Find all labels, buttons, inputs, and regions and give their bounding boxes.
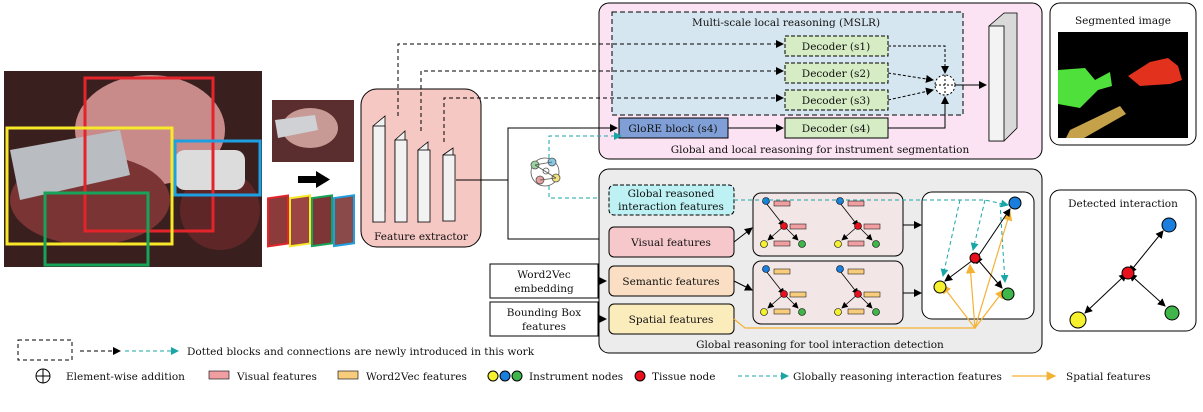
- tissue-node: [969, 252, 981, 264]
- svg-text:Semantic features: Semantic features: [622, 276, 719, 288]
- visual-features-box: Visual features: [608, 226, 735, 258]
- input-surgical-image: [4, 71, 262, 267]
- visual-graph-1: [760, 197, 807, 248]
- graph-reasoning-icon: [530, 157, 561, 187]
- svg-text:Bounding Box: Bounding Box: [507, 307, 582, 319]
- svg-text:Detected interaction: Detected interaction: [1068, 198, 1178, 210]
- legend-element-wise: Element-wise addition: [66, 371, 185, 383]
- segmentation-output-map: [988, 12, 1018, 142]
- feature-extractor-block: Feature extractor: [360, 88, 482, 248]
- svg-text:Decoder (s1): Decoder (s1): [802, 41, 870, 53]
- legend-global-arrow: Globally reasoning interaction features: [793, 371, 1002, 383]
- cropped-regions: [267, 194, 355, 248]
- instrument-node-green: [1001, 287, 1015, 301]
- global-reasoned-features: Global reasoned interaction features: [608, 184, 735, 216]
- svg-text:Visual features: Visual features: [630, 237, 711, 249]
- thumbnail-arrow: [298, 171, 330, 188]
- legend-w2v-bar: [337, 370, 359, 380]
- interaction-graph: [933, 196, 1022, 301]
- instrument-node-blue: [1008, 196, 1022, 210]
- segmented-image-panel: Segmented image: [1049, 2, 1197, 146]
- semantic-features-box: Semantic features: [608, 265, 735, 297]
- legend-tissue-node: Tissue node: [652, 371, 715, 383]
- svg-text:features: features: [522, 321, 566, 333]
- spatial-features-box: Spatial features: [608, 303, 735, 335]
- legend-instrument-nodes: Instrument nodes: [529, 371, 623, 383]
- svg-text:GloRE block (s4): GloRE block (s4): [628, 123, 717, 135]
- mslr-title: Multi-scale local reasoning (MSLR): [692, 17, 880, 29]
- word2vec-input: Word2Vec embedding: [489, 263, 599, 299]
- decoder-s1: Decoder (s1): [784, 35, 889, 57]
- glore-block: GloRE block (s4): [618, 117, 729, 139]
- detection-section-title: Global reasoning for tool interaction de…: [696, 339, 944, 351]
- segmentation-section-title: Global and local reasoning for instrumen…: [671, 144, 970, 156]
- legend-spatial-arrow: Spatial features: [1066, 371, 1151, 383]
- instrument-node-yellow: [933, 280, 947, 294]
- legend-word2vec: Word2Vec features: [366, 371, 467, 383]
- semantic-graph-2: [834, 265, 881, 316]
- legend-visual-bar: [208, 370, 230, 380]
- mini-graphs: [760, 197, 881, 316]
- bounding-box-input: Bounding Box features: [489, 301, 599, 337]
- visual-graph-2: [834, 197, 881, 248]
- svg-text:Spatial features: Spatial features: [629, 314, 714, 326]
- svg-text:Word2Vec: Word2Vec: [517, 269, 571, 281]
- svg-text:Global reasoned: Global reasoned: [628, 188, 715, 200]
- decoder-s2: Decoder (s2): [784, 62, 889, 84]
- svg-text:Decoder (s2): Decoder (s2): [802, 68, 870, 80]
- semantic-graph-1: [760, 265, 807, 316]
- bbox-green: [43, 191, 150, 267]
- bbox-yellow: [5, 126, 174, 246]
- svg-text:interaction features: interaction features: [618, 201, 724, 213]
- element-wise-addition-icon: [934, 74, 956, 96]
- bbox-blue: [173, 139, 262, 197]
- svg-text:Decoder (s4): Decoder (s4): [802, 123, 870, 135]
- detected-interaction-panel: Detected interaction: [1049, 189, 1197, 332]
- svg-text:Segmented image: Segmented image: [1075, 15, 1171, 27]
- legend-dotted-note: Dotted blocks and connections are newly …: [187, 346, 535, 358]
- frame-thumbnail: [272, 100, 354, 162]
- legend-addition-icon: [35, 368, 51, 384]
- decoder-s4: Decoder (s4): [784, 117, 889, 139]
- decoder-s3: Decoder (s3): [784, 89, 889, 111]
- feature-extractor-label: Feature extractor: [374, 231, 469, 243]
- legend: Dotted blocks and connections are newly …: [17, 339, 1151, 384]
- svg-text:Decoder (s3): Decoder (s3): [802, 95, 870, 107]
- legend-visual-features: Visual features: [236, 371, 317, 383]
- svg-text:embedding: embedding: [514, 283, 574, 295]
